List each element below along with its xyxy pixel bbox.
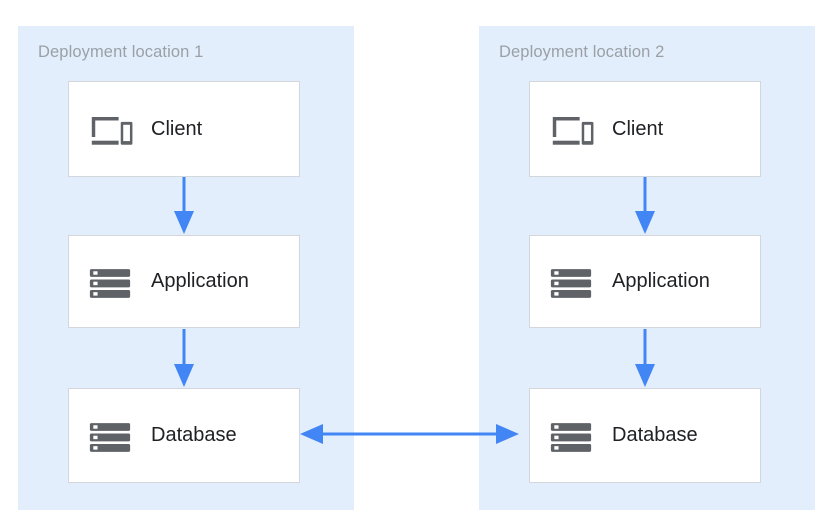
node-application-1[interactable]: Application [68, 235, 300, 328]
devices-icon [552, 117, 594, 145]
node-client-1[interactable]: Client [68, 81, 300, 177]
node-application-1-label: Application [151, 270, 249, 292]
node-database-1[interactable]: Database [68, 388, 300, 483]
node-application-2-label: Application [612, 270, 710, 292]
server-icon [89, 268, 131, 298]
node-database-2[interactable]: Database [529, 388, 761, 483]
deployment-location-2-title: Deployment location 2 [499, 43, 665, 61]
deployment-location-1-panel: Deployment location 1 Client Application [18, 26, 354, 510]
node-database-1-label: Database [151, 424, 237, 446]
node-client-2[interactable]: Client [529, 81, 761, 177]
node-application-2[interactable]: Application [529, 235, 761, 328]
deployment-location-2-panel: Deployment location 2 Client Application [479, 26, 815, 510]
deployment-location-1-title: Deployment location 1 [38, 43, 204, 61]
node-client-1-label: Client [151, 117, 203, 140]
devices-icon [91, 117, 133, 145]
server-icon [550, 422, 592, 452]
node-client-2-label: Client [612, 117, 664, 140]
server-icon [89, 422, 131, 452]
server-icon [550, 268, 592, 298]
node-database-2-label: Database [612, 424, 698, 446]
